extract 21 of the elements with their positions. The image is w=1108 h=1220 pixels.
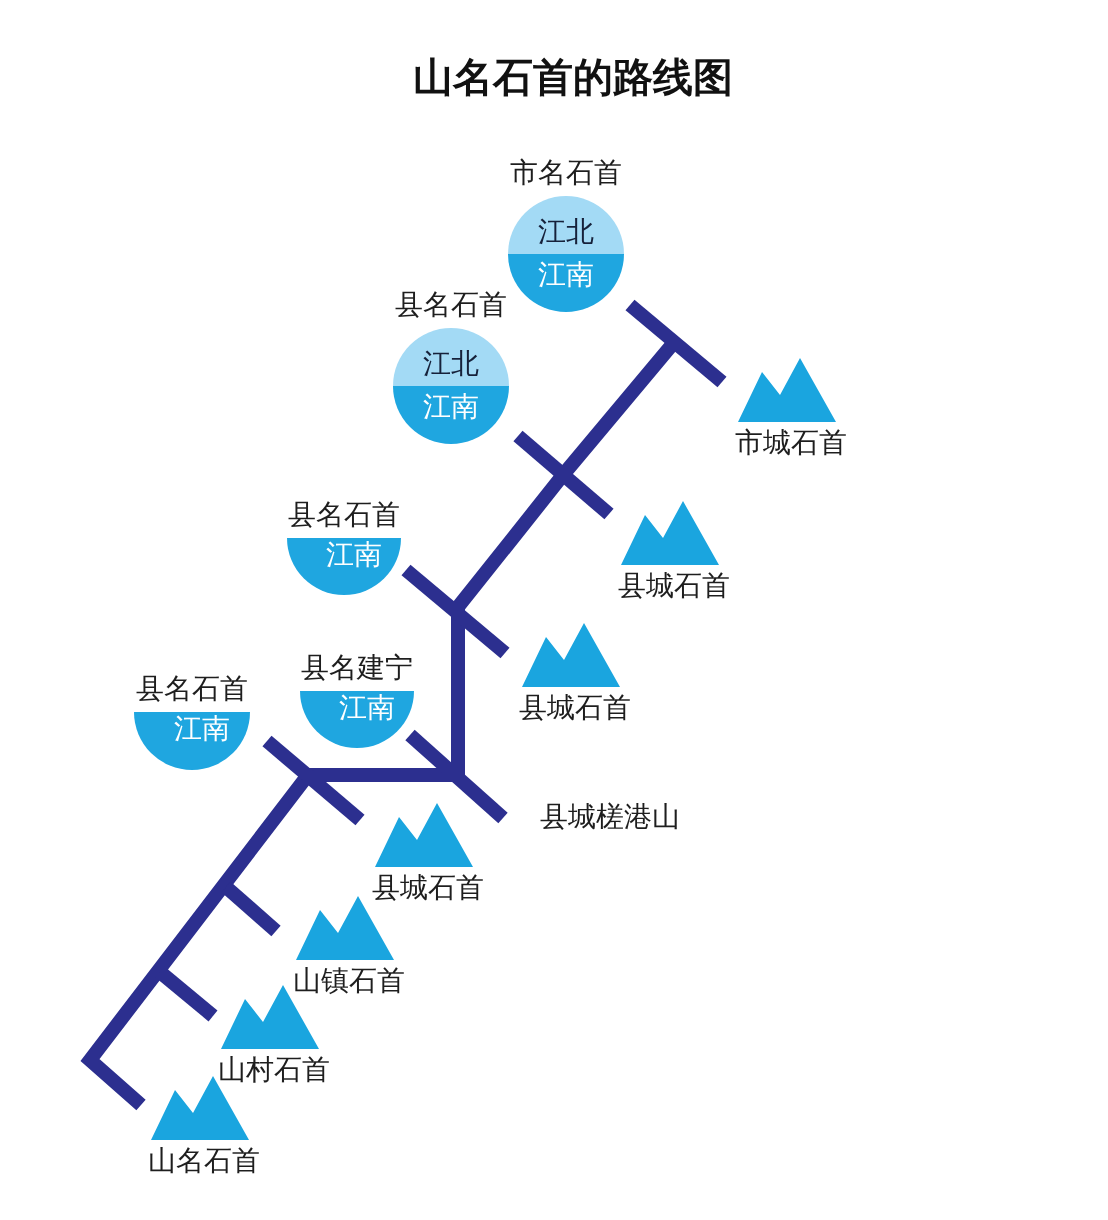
place-name: 县城石首 [372,871,484,905]
place-name: 山镇石首 [293,964,405,998]
region-label: 江北 [538,214,594,249]
place-name: 县城石首 [519,691,631,725]
place-name: 县城石首 [618,569,730,603]
place-name: 市名石首 [510,156,622,190]
region-label: 江南 [339,691,395,726]
region-label: 江南 [326,538,382,573]
title: 山名石首的路线图 [413,53,733,102]
region-label: 江南 [423,389,479,424]
place-name: 市城石首 [735,426,847,460]
place-name: 县名建宁 [301,651,413,685]
region-label: 江南 [538,257,594,292]
place-name: 山村石首 [218,1053,330,1087]
place-name: 县城槎港山 [540,800,680,834]
place-name: 县名石首 [395,288,507,322]
region-label: 江南 [174,712,230,747]
place-name: 县名石首 [288,498,400,532]
region-label: 江北 [423,346,479,381]
place-name: 县名石首 [136,672,248,706]
place-name: 山名石首 [148,1144,260,1178]
